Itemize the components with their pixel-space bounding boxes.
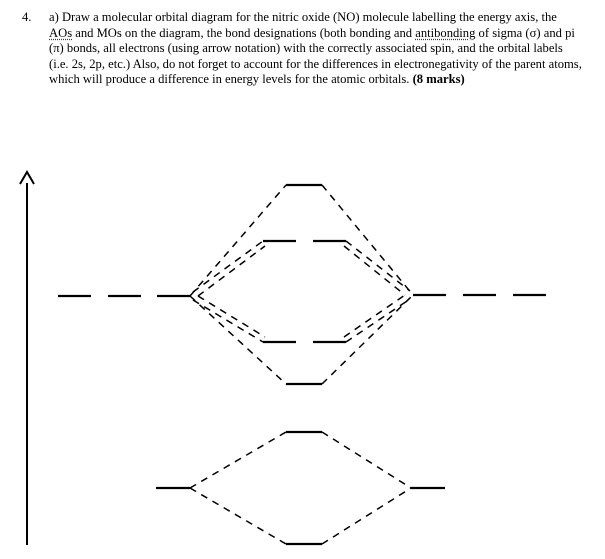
question-block: 4. a) Draw a molecular orbital diagram f… xyxy=(22,10,582,88)
corr-left-2p-pi-star-b xyxy=(197,245,266,297)
question-number: 4. xyxy=(22,10,32,24)
corr-left-2p-sigma-star xyxy=(189,184,287,297)
corr-right-2p-pi-star-a xyxy=(345,240,411,292)
corr-left-2p-pi-a xyxy=(192,299,264,343)
corr-left-2p-sigma xyxy=(189,295,287,385)
term-antibonding: antibonding xyxy=(415,25,476,40)
question-text: a) Draw a molecular orbital diagram for … xyxy=(49,10,582,88)
corr-right-2p-pi-a xyxy=(345,298,411,343)
question-marks: (8 marks) xyxy=(412,72,465,87)
corr-right-2p-pi-b xyxy=(343,294,406,338)
corr-left-2s-sigma-star xyxy=(189,431,287,489)
corr-right-2s-sigma-star xyxy=(321,431,412,489)
question-text-3: of sigma (σ) and pi (π) bonds, all elect… xyxy=(49,25,582,87)
energy-axis-arrowhead xyxy=(19,170,35,185)
corr-left-2s-sigma xyxy=(189,487,287,545)
corr-right-2s-sigma xyxy=(321,487,412,545)
term-aos: AOs xyxy=(49,25,73,40)
question-text-1: Draw a molecular orbital diagram for the… xyxy=(58,10,557,24)
question-text-2: and MOs on the diagram, the bond designa… xyxy=(72,25,416,40)
corr-right-2p-sigma-star xyxy=(321,184,414,296)
corr-left-2p-pi-b xyxy=(197,295,266,338)
corr-right-2p-pi-star-b xyxy=(343,245,406,296)
corr-left-2p-pi-star-a xyxy=(192,240,264,293)
correlation-lines xyxy=(189,184,414,545)
corr-right-2p-sigma xyxy=(321,294,414,385)
question-part: a) xyxy=(49,10,59,24)
